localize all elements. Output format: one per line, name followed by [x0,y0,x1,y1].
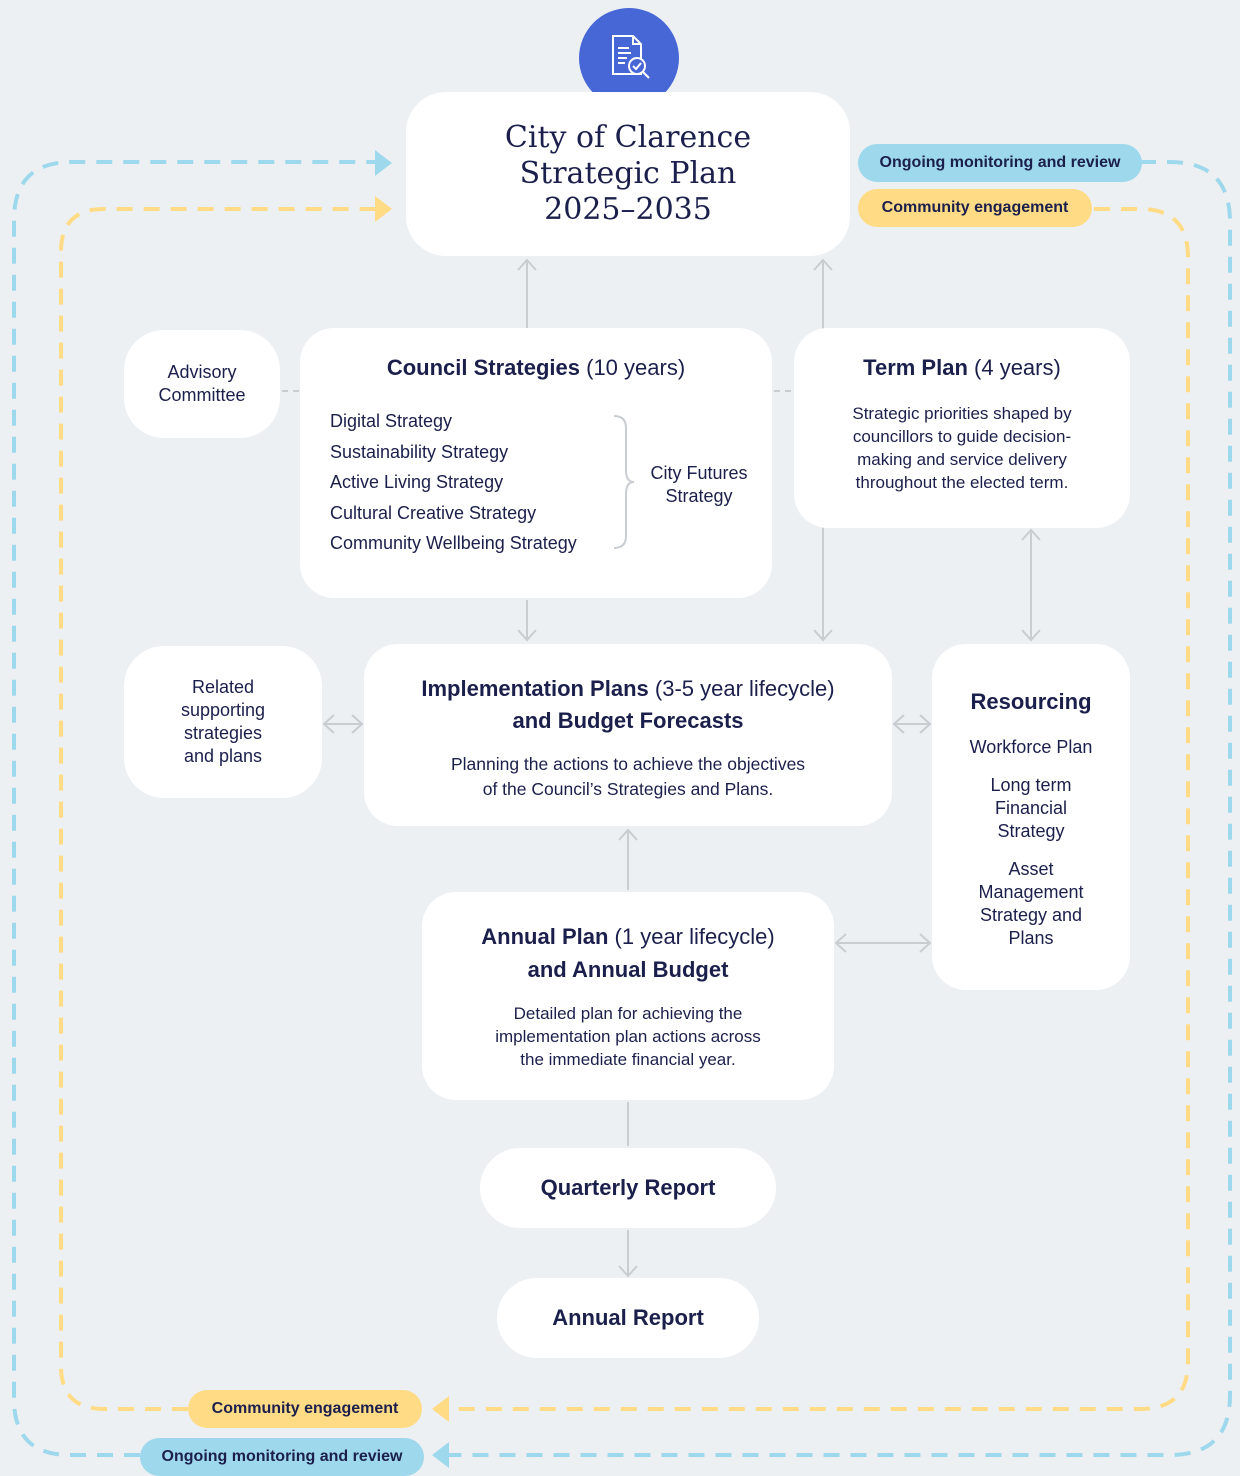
monitoring-pill-bottom: Ongoing monitoring and review [140,1438,424,1476]
quarterly-report-box: Quarterly Report [480,1148,776,1228]
term-plan-line: throughout the elected term. [855,473,1069,492]
city-futures-line-2: Strategy [665,486,733,506]
term-plan-heading-bold: Term Plan [863,355,968,380]
strategy-item: Active Living Strategy [330,472,504,492]
annual-plan-line: Detailed plan for achieving the [513,1004,743,1023]
council-heading-light: (10 years) [580,355,686,380]
term-plan-line: making and service delivery [857,450,1067,469]
term-plan-heading: Term Plan (4 years) [794,353,1130,383]
strategy-item: Community Wellbeing Strategy [330,533,577,553]
resourcing-item-asset: Asset Management Strategy and Plans [932,858,1130,950]
resourcing-line: Management [978,882,1084,902]
resourcing-heading: Resourcing [970,689,1092,714]
related-line: and plans [183,746,263,766]
implementation-heading-line-2: and Budget Forecasts [512,708,744,733]
title-line-3: 2025–2035 [544,192,712,227]
council-heading-bold: Council Strategies [386,355,580,380]
engagement-pill-top: Community engagement [858,189,1092,227]
advisory-line-1: Advisory [167,362,237,382]
monitoring-loop [12,160,1232,1457]
annual-plan-heading-line-2: and Annual Budget [527,957,729,982]
engagement-arrow-top [375,196,392,222]
council-strategies-box: Council Strategies (10 years) Digital St… [300,328,772,598]
implementation-line: of the Council’s Strategies and Plans. [482,779,774,799]
strategy-item: Cultural Creative Strategy [330,502,537,523]
engagement-arrow-bottom [432,1396,449,1422]
council-strategy-list: Digital Strategy Sustainability Strategy… [330,406,577,559]
annual-plan-heading: Annual Plan (1 year lifecycle) [422,922,834,952]
implementation-plans-box: Implementation Plans (3-5 year lifecycle… [364,644,892,826]
engagement-pill-bottom: Community engagement [188,1390,422,1428]
strategy-item: Sustainability Strategy [330,441,509,462]
resourcing-box: Resourcing Workforce Plan Long term Fina… [932,644,1130,990]
strategic-plan-title-box: City of Clarence Strategic Plan 2025–203… [406,92,850,256]
monitoring-pill-top: Ongoing monitoring and review [858,144,1142,182]
advisory-line-2: Committee [158,385,246,405]
resourcing-line: Plans [1008,928,1054,948]
monitoring-arrow-top [375,150,392,176]
annual-plan-heading-bold: Annual Plan [481,924,609,949]
resourcing-line: Asset [1008,859,1054,879]
implementation-heading-light: (3-5 year lifecycle) [648,676,835,701]
related-line: supporting [180,700,266,720]
resourcing-line: Strategy [997,821,1065,841]
resourcing-line: Long term [990,775,1072,795]
brace-icon [613,415,635,549]
term-plan-line: Strategic priorities shaped by [852,404,1072,423]
annual-plan-description: Detailed plan for achieving the implemen… [422,1002,834,1071]
term-plan-heading-light: (4 years) [967,355,1061,380]
title-line-1: City of Clarence [504,120,752,155]
monitoring-arrow-bottom [432,1442,449,1468]
annual-plan-box: Annual Plan (1 year lifecycle) and Annua… [422,892,834,1100]
implementation-heading: Implementation Plans (3-5 year lifecycle… [364,674,892,704]
strategy-item: Digital Strategy [330,411,453,431]
city-futures-strategy: City Futures Strategy [640,462,758,508]
annual-report-box: Annual Report [497,1278,759,1358]
city-futures-line-1: City Futures [650,463,748,483]
related-strategies-box: Related supporting strategies and plans [124,646,322,798]
council-heading: Council Strategies (10 years) [300,353,772,383]
annual-plan-line: the immediate financial year. [520,1050,736,1069]
annual-plan-heading-light: (1 year lifecycle) [608,924,775,949]
term-plan-box: Term Plan (4 years) Strategic priorities… [794,328,1130,528]
term-plan-line: councillors to guide decision- [852,427,1072,446]
resourcing-line: Financial [994,798,1068,818]
implementation-heading-bold: Implementation Plans [421,676,649,701]
resourcing-item-workforce: Workforce Plan [969,737,1093,757]
title-line-2: Strategic Plan [519,156,737,191]
document-search-icon [579,8,679,108]
term-plan-description: Strategic priorities shaped by councillo… [794,402,1130,494]
related-line: strategies [183,723,263,743]
resourcing-line: Strategy and [979,905,1083,925]
advisory-committee-box: Advisory Committee [124,330,280,438]
grey-connectors [322,258,1041,1278]
related-line: Related [191,677,255,697]
implementation-line: Planning the actions to achieve the obje… [450,754,806,774]
implementation-description: Planning the actions to achieve the obje… [364,752,892,802]
engagement-loop [59,207,1190,1411]
resourcing-item-financial: Long term Financial Strategy [932,774,1130,843]
annual-plan-line: implementation plan actions across [495,1027,761,1046]
